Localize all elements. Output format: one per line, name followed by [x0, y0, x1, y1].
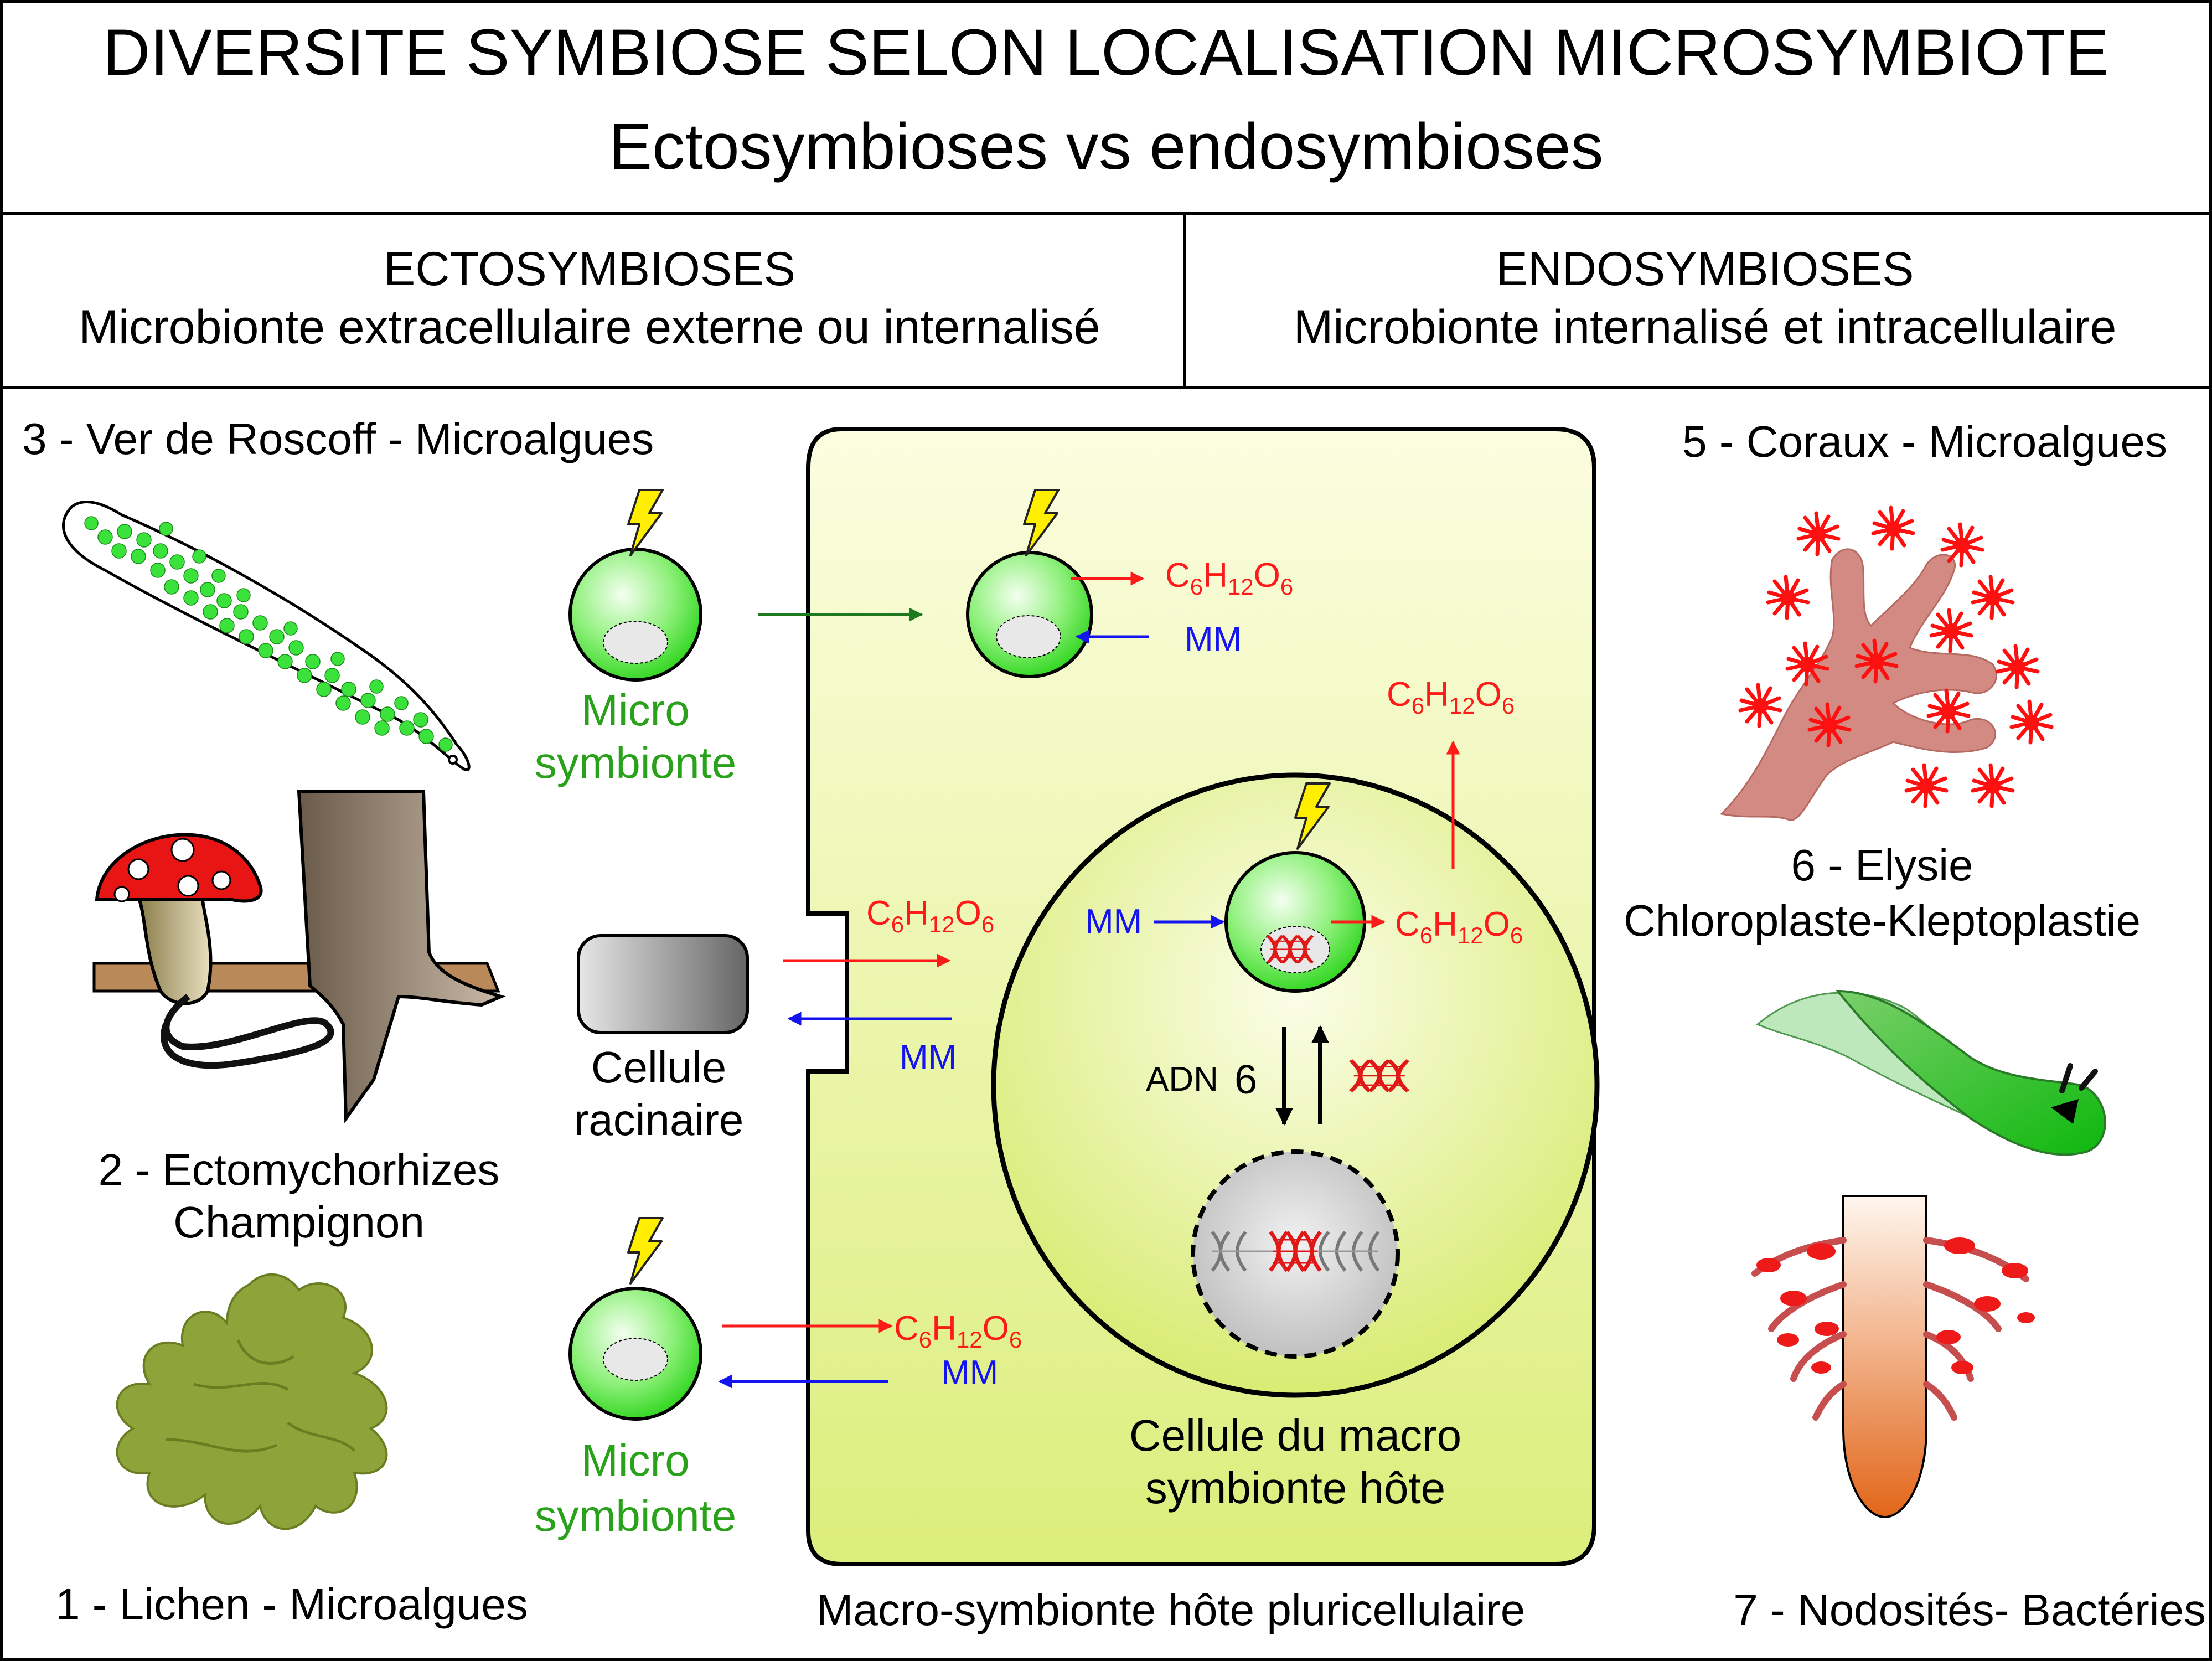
root-cell-label-2: racinaire — [574, 1095, 744, 1144]
roscoff-algae — [84, 516, 453, 752]
title-line1: DIVERSITE SYMBIOSE SELON LOCALISATION MI… — [103, 16, 2109, 89]
host-cell-label-2: symbionte hôte — [1145, 1463, 1446, 1513]
elysia-eye — [2051, 1099, 2079, 1124]
mm-label-intracellular: MM — [1085, 902, 1142, 941]
roscoff-eye — [448, 755, 458, 765]
microsymbiont-bottom-vacuole — [603, 1338, 668, 1381]
host-cell — [991, 772, 1600, 1398]
glucose-label-internalised: C6H12O6 — [1165, 556, 1293, 600]
title-line2: Ectosymbioses vs endosymbioses — [609, 110, 1604, 183]
glucose-label-cell-out: C6H12O6 — [1387, 675, 1515, 719]
glucose-label-bottom: C6H12O6 — [894, 1309, 1022, 1353]
micro-label-bottom-2: symbionte — [535, 1491, 737, 1540]
adn-label: ADN — [1146, 1060, 1218, 1098]
micro-label-top-2: symbionte — [535, 738, 737, 787]
mushroom-stipe — [136, 895, 213, 1005]
micro-label-bottom-1: Micro — [581, 1436, 690, 1485]
root-cell-label-1: Cellule — [591, 1043, 727, 1092]
example-ecto-label-1: 2 - Ectomychorhizes — [99, 1145, 500, 1194]
example-ecto-label-2: Champignon — [173, 1198, 425, 1247]
example-ver-label: 3 - Ver de Roscoff - Microalgues — [22, 414, 654, 463]
adn-number: 6 — [1234, 1056, 1257, 1102]
endo-heading: ENDOSYMBIOSES — [1496, 243, 1914, 296]
microsymbiont-internalised-vacuole — [996, 615, 1061, 658]
host-label: Macro-symbionte hôte pluricellulaire — [816, 1585, 1526, 1634]
root-cell — [577, 934, 749, 1034]
example-nodosites-label: 7 - Nodosités- Bactéries — [1733, 1585, 2206, 1634]
lichen-folds — [166, 1339, 355, 1453]
example-coraux-label: 5 - Coraux - Microalgues — [1682, 417, 2167, 466]
example-elysie-label-2: Chloroplaste-Kleptoplastie — [1624, 896, 2141, 945]
mm-label-bottom: MM — [941, 1354, 998, 1392]
tree-trunk — [297, 790, 506, 1123]
microsymbiont-top-vacuole — [603, 621, 668, 664]
ecto-heading: ECTOSYMBIOSES — [384, 243, 795, 296]
mm-label-root: MM — [900, 1038, 957, 1076]
mycelium-hyphae — [161, 994, 334, 1069]
ecto-subheading: Microbionte extracellulaire externe ou i… — [79, 301, 1100, 354]
nodule-root — [1842, 1195, 1927, 1519]
coral-body — [1719, 548, 1997, 821]
glucose-label-intracellular: C6H12O6 — [1395, 905, 1523, 948]
nucleus-dna — [1211, 1232, 1380, 1271]
host-cell-label-1: Cellule du macro — [1129, 1411, 1461, 1460]
elysia-rhinophores — [2059, 1063, 2098, 1093]
nodules — [1756, 1237, 2035, 1374]
micro-label-top-1: Micro — [581, 685, 690, 735]
mushroom-spots — [113, 838, 231, 902]
example-elysie-label-1: 6 - Elysie — [1791, 840, 1973, 890]
example-lichen-label: 1 - Lichen - Microalgues — [55, 1580, 528, 1629]
glucose-label-root: C6H12O6 — [866, 894, 994, 937]
elysia-body — [1835, 989, 2106, 1156]
mm-label-internalised: MM — [1185, 620, 1242, 658]
endo-subheading: Microbionte internalisé et intracellulai… — [1294, 301, 2117, 354]
lichen-thallus — [116, 1273, 388, 1530]
